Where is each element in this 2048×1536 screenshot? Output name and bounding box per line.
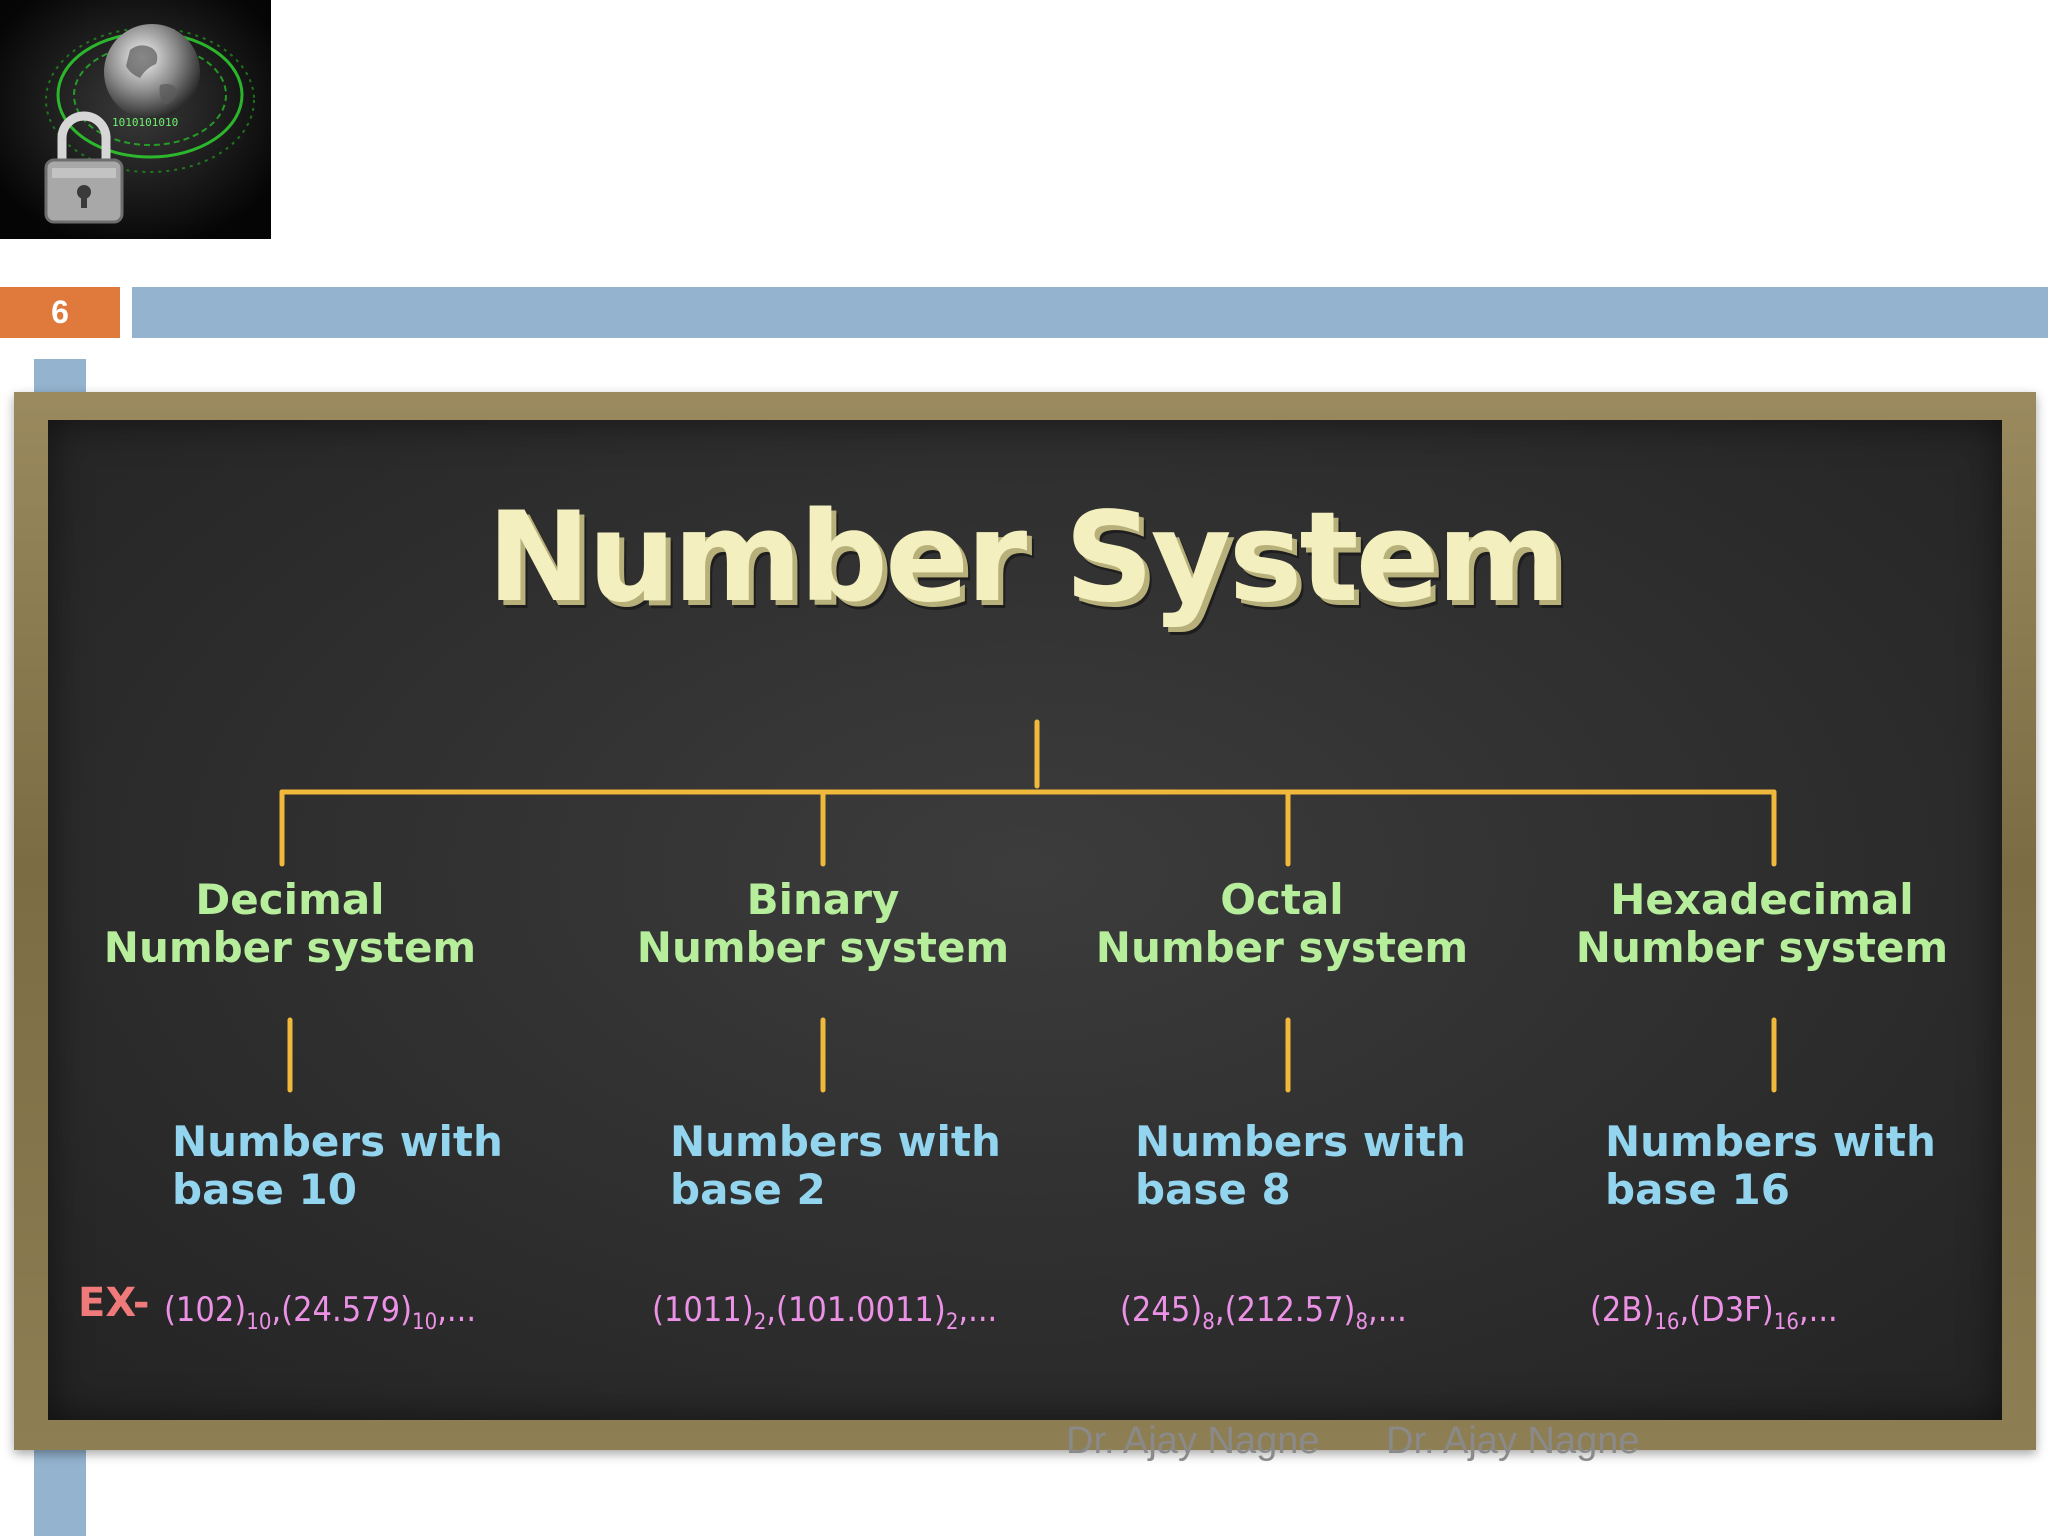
branch-name-line2: Number system	[103, 923, 477, 972]
slide-number: 6	[51, 294, 69, 330]
desc-line1: Numbers with	[670, 1117, 1001, 1166]
header-bar	[132, 287, 2048, 338]
branch-hexadecimal-name: Hexadecimal Number system	[1532, 876, 1992, 972]
branch-decimal-example: (102)10,(24.579)10,...	[164, 1290, 477, 1335]
footer-author-left: Dr. Ajay Nagne	[1066, 1420, 1320, 1462]
desc-line1: Numbers with	[172, 1117, 503, 1166]
slide-number-badge: 6	[0, 287, 120, 338]
logo-image: 1010101010	[0, 0, 271, 239]
desc-line2: base 2	[670, 1165, 826, 1214]
branch-decimal-name: Decimal Number system	[60, 876, 520, 972]
logo-binary-text: 1010101010	[112, 116, 178, 129]
branch-binary-name: Binary Number system	[593, 876, 1053, 972]
desc-line2: base 10	[172, 1165, 357, 1214]
branch-octal-example: (245)8,(212.57)8,...	[1120, 1290, 1407, 1335]
example-label: EX-	[78, 1280, 150, 1326]
chalkboard: Number System Decimal Number system Numb…	[48, 420, 2002, 1420]
branch-octal-name: Octal Number system	[1052, 876, 1512, 972]
tree-connectors	[279, 719, 1777, 1093]
branch-hexadecimal-desc: Numbers with base 16	[1605, 1118, 1936, 1214]
globe-padlock-icon: 1010101010	[0, 0, 271, 239]
branch-name-line1: Hexadecimal	[1610, 875, 1914, 924]
branch-name-line1: Binary	[746, 875, 900, 924]
branch-binary-example: (1011)2,(101.0011)2,...	[652, 1290, 998, 1335]
branch-name-line1: Octal	[1220, 875, 1344, 924]
branch-name-line2: Number system	[636, 923, 1010, 972]
board-title: Number System	[487, 486, 1566, 630]
desc-line2: base 16	[1605, 1165, 1790, 1214]
chalkboard-frame: Number System Decimal Number system Numb…	[14, 392, 2036, 1450]
footer-author-right: Dr. Ajay Nagne	[1386, 1420, 1640, 1462]
branch-binary-desc: Numbers with base 2	[670, 1118, 1001, 1214]
branch-name-line2: Number system	[1095, 923, 1469, 972]
branch-hexadecimal-example: (2B)16,(D3F)16,...	[1590, 1290, 1838, 1335]
branch-octal-desc: Numbers with base 8	[1135, 1118, 1466, 1214]
branch-decimal-desc: Numbers with base 10	[172, 1118, 503, 1214]
desc-line1: Numbers with	[1605, 1117, 1936, 1166]
branch-name-line2: Number system	[1575, 923, 1949, 972]
branch-name-line1: Decimal	[195, 875, 385, 924]
desc-line2: base 8	[1135, 1165, 1291, 1214]
desc-line1: Numbers with	[1135, 1117, 1466, 1166]
